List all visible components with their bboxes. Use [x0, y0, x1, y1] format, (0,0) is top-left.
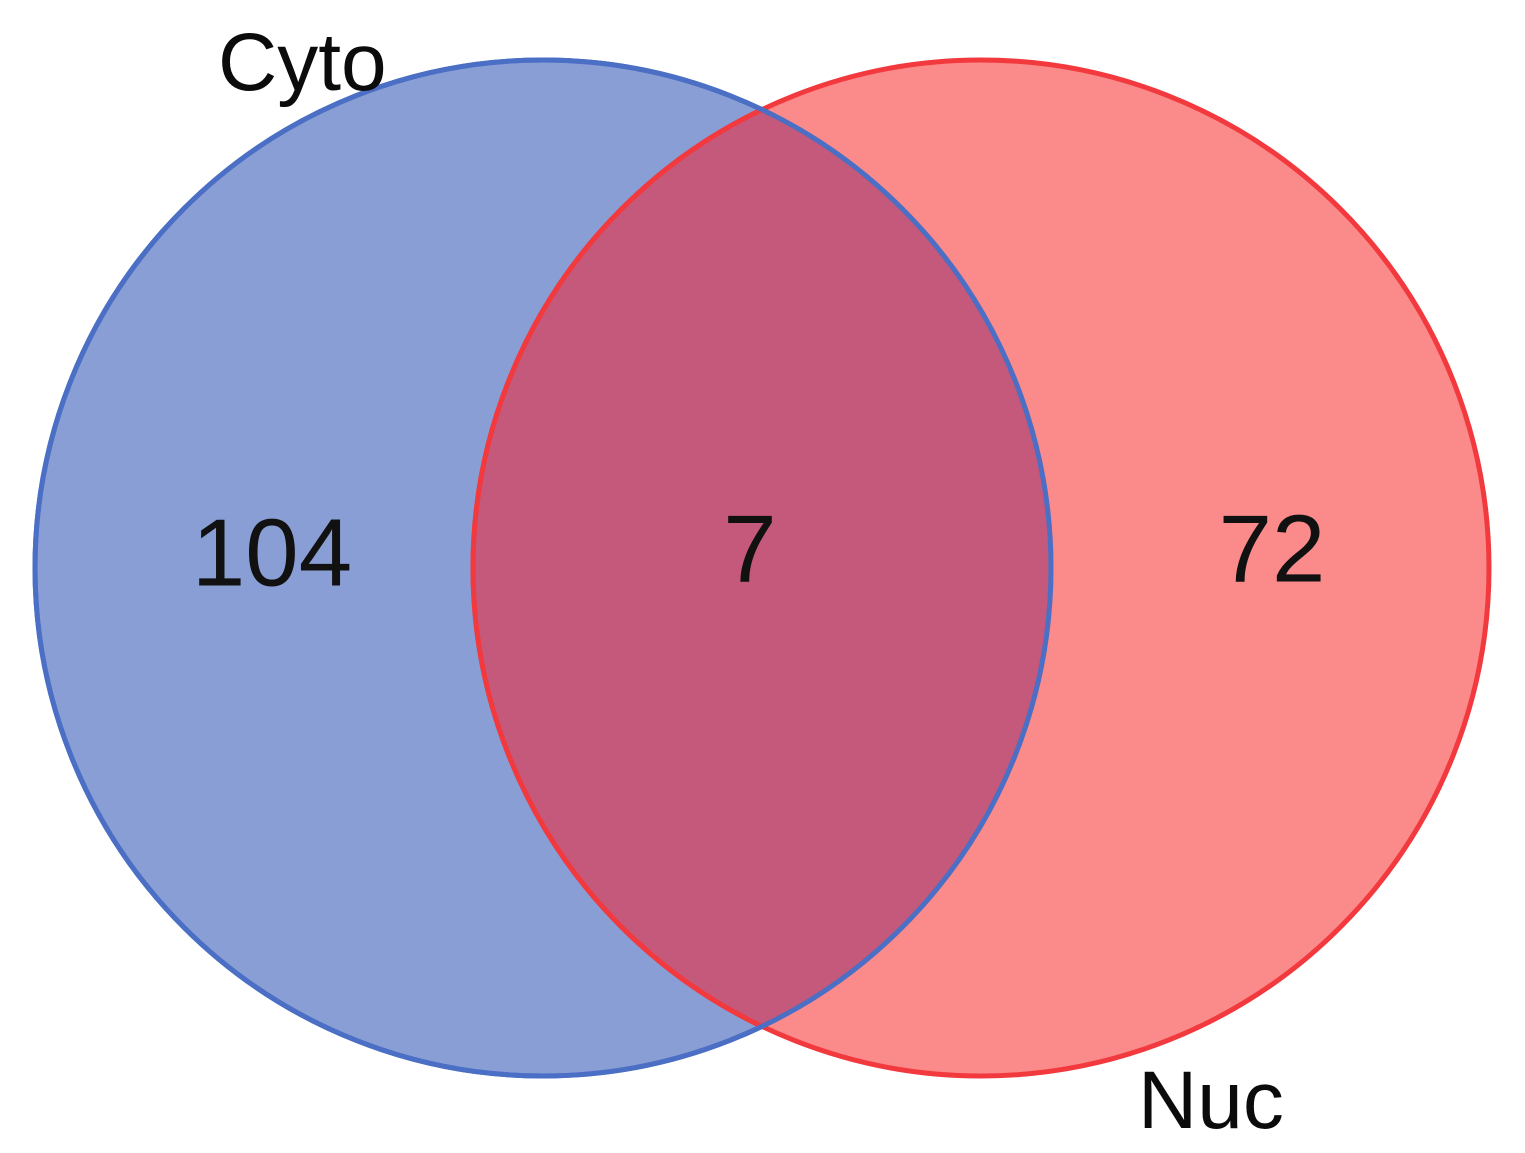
count-overlap: 7 [723, 495, 776, 602]
venn-overlap-region[interactable] [470, 60, 1489, 1076]
venn-overlap-shape [470, 60, 1051, 1076]
venn-circle-cyto-outline [32, 57, 1054, 1079]
set-label-cyto: Cyto [218, 17, 387, 108]
count-nuc-only: 72 [1219, 495, 1326, 602]
set-label-nuc: Nuc [1138, 1055, 1284, 1146]
count-cyto-only: 104 [192, 499, 352, 606]
